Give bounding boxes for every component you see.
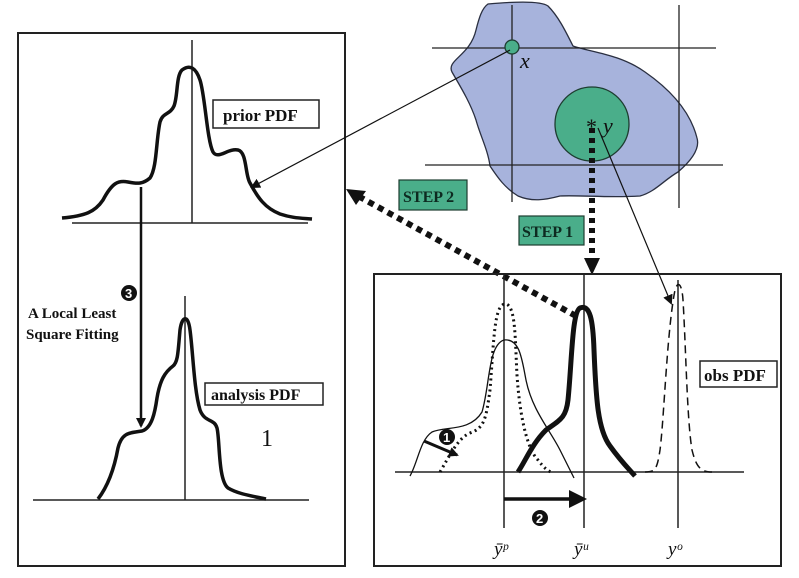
step2-arrowhead bbox=[346, 189, 366, 205]
step2-arrow bbox=[356, 193, 578, 319]
step1-arrowhead bbox=[584, 258, 600, 275]
observation-y-label: y bbox=[601, 113, 613, 138]
right-panel-frame bbox=[373, 273, 782, 567]
marker-1-number: 1 bbox=[443, 430, 450, 445]
grid-point-x-label: x bbox=[519, 48, 530, 73]
prior-label: prior PDF bbox=[223, 106, 298, 125]
observation-marker: * bbox=[586, 114, 597, 139]
obs-label: obs PDF bbox=[704, 366, 766, 385]
step3-marker-number: 3 bbox=[125, 286, 132, 301]
prior-label-box bbox=[212, 99, 320, 129]
marker-2 bbox=[532, 510, 548, 526]
left-panel-frame bbox=[17, 32, 346, 567]
spatial-map: x * y bbox=[425, 1, 723, 208]
marker-2-number: 2 bbox=[536, 511, 543, 526]
step3-marker bbox=[121, 285, 137, 301]
prior-pdf-curve bbox=[61, 65, 313, 221]
step1-inner-arrow bbox=[423, 439, 459, 457]
shifted-obs-pdf-curve bbox=[515, 304, 637, 478]
step2-label: STEP 2 bbox=[403, 189, 454, 206]
adjusted-obs-pdf-curve bbox=[438, 302, 553, 474]
step1-badge bbox=[518, 215, 585, 246]
analysis-pdf-curve bbox=[96, 317, 267, 501]
step1-label: STEP 1 bbox=[522, 224, 573, 241]
x-to-prior-arrow bbox=[250, 49, 511, 188]
marker-1 bbox=[439, 429, 455, 445]
analysis-label: analysis PDF bbox=[211, 387, 301, 404]
fitting-label-line1: A Local Least bbox=[28, 306, 116, 322]
axis-label-shifted-mean: ȳᵘ bbox=[572, 539, 589, 560]
prior-pdf-plot: prior PDF bbox=[61, 40, 320, 224]
obs-space-plot: 1 2 obs PDF ȳᵖ ȳᵘ yᵒ bbox=[395, 274, 778, 560]
analysis-label-box bbox=[204, 382, 324, 406]
observation-pdf-curve bbox=[644, 283, 713, 473]
obs-label-box bbox=[699, 360, 778, 388]
step2-badge bbox=[398, 179, 468, 211]
axis-label-prior-mean: ȳᵖ bbox=[492, 539, 509, 560]
fitting-label-line2: Square Fitting bbox=[26, 327, 119, 343]
analysis-number: 1 bbox=[261, 426, 273, 452]
analysis-pdf-plot: analysis PDF 1 bbox=[33, 296, 324, 501]
prior-obs-pdf-curve bbox=[409, 339, 575, 479]
axis-label-obs: yᵒ bbox=[666, 539, 683, 560]
